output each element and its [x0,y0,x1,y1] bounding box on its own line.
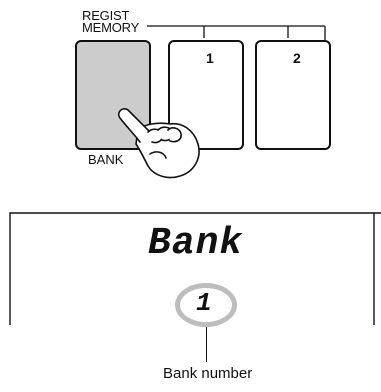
bank-number-value: 1 [196,288,212,318]
bank-number-callout-label: Bank number [163,365,252,382]
memory-button-1-label: 1 [206,50,214,66]
callout-line [206,327,207,362]
lcd-title: Bank [148,222,243,265]
pressing-hand-icon [110,100,210,180]
memory-button-2-label: 2 [293,50,301,66]
